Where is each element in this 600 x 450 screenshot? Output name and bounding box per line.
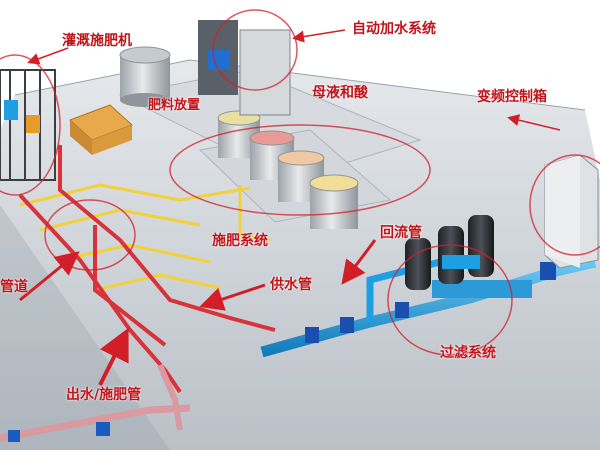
label-supply-pipe: 供水管 <box>270 277 312 293</box>
label-fertigation-system: 施肥系统 <box>212 233 268 249</box>
annotation-circles <box>0 9 600 356</box>
irrigation-frame <box>0 69 56 181</box>
label-auto-water-system: 自动加水系统 <box>352 21 436 37</box>
label-return-pipe: 回流管 <box>380 225 422 241</box>
label-fertilizer-stack: 肥料放置 <box>148 98 201 113</box>
label-irrigation-machine: 灌溉施肥机 <box>62 33 132 49</box>
annotation-arrows <box>19 29 561 386</box>
vfd-cabinet <box>544 154 599 269</box>
fertilizer-lines <box>19 183 271 292</box>
fertilizer-bags <box>69 104 133 155</box>
red-pipes <box>18 145 276 394</box>
label-pipeline: 管道 <box>0 279 28 295</box>
label-outlet-fert-pipe: 出水/施肥管 <box>66 387 142 403</box>
label-vfd-box: 变频控制箱 <box>477 89 547 105</box>
outlet-pipe <box>0 363 191 442</box>
liquid-tanks <box>217 110 359 229</box>
filter-units <box>405 215 532 298</box>
auto-water-unit <box>198 20 291 116</box>
label-filter-system: 过滤系统 <box>440 345 496 361</box>
mixing-tank <box>119 46 171 107</box>
label-mother-liquor-acid: 母液和酸 <box>312 85 368 101</box>
